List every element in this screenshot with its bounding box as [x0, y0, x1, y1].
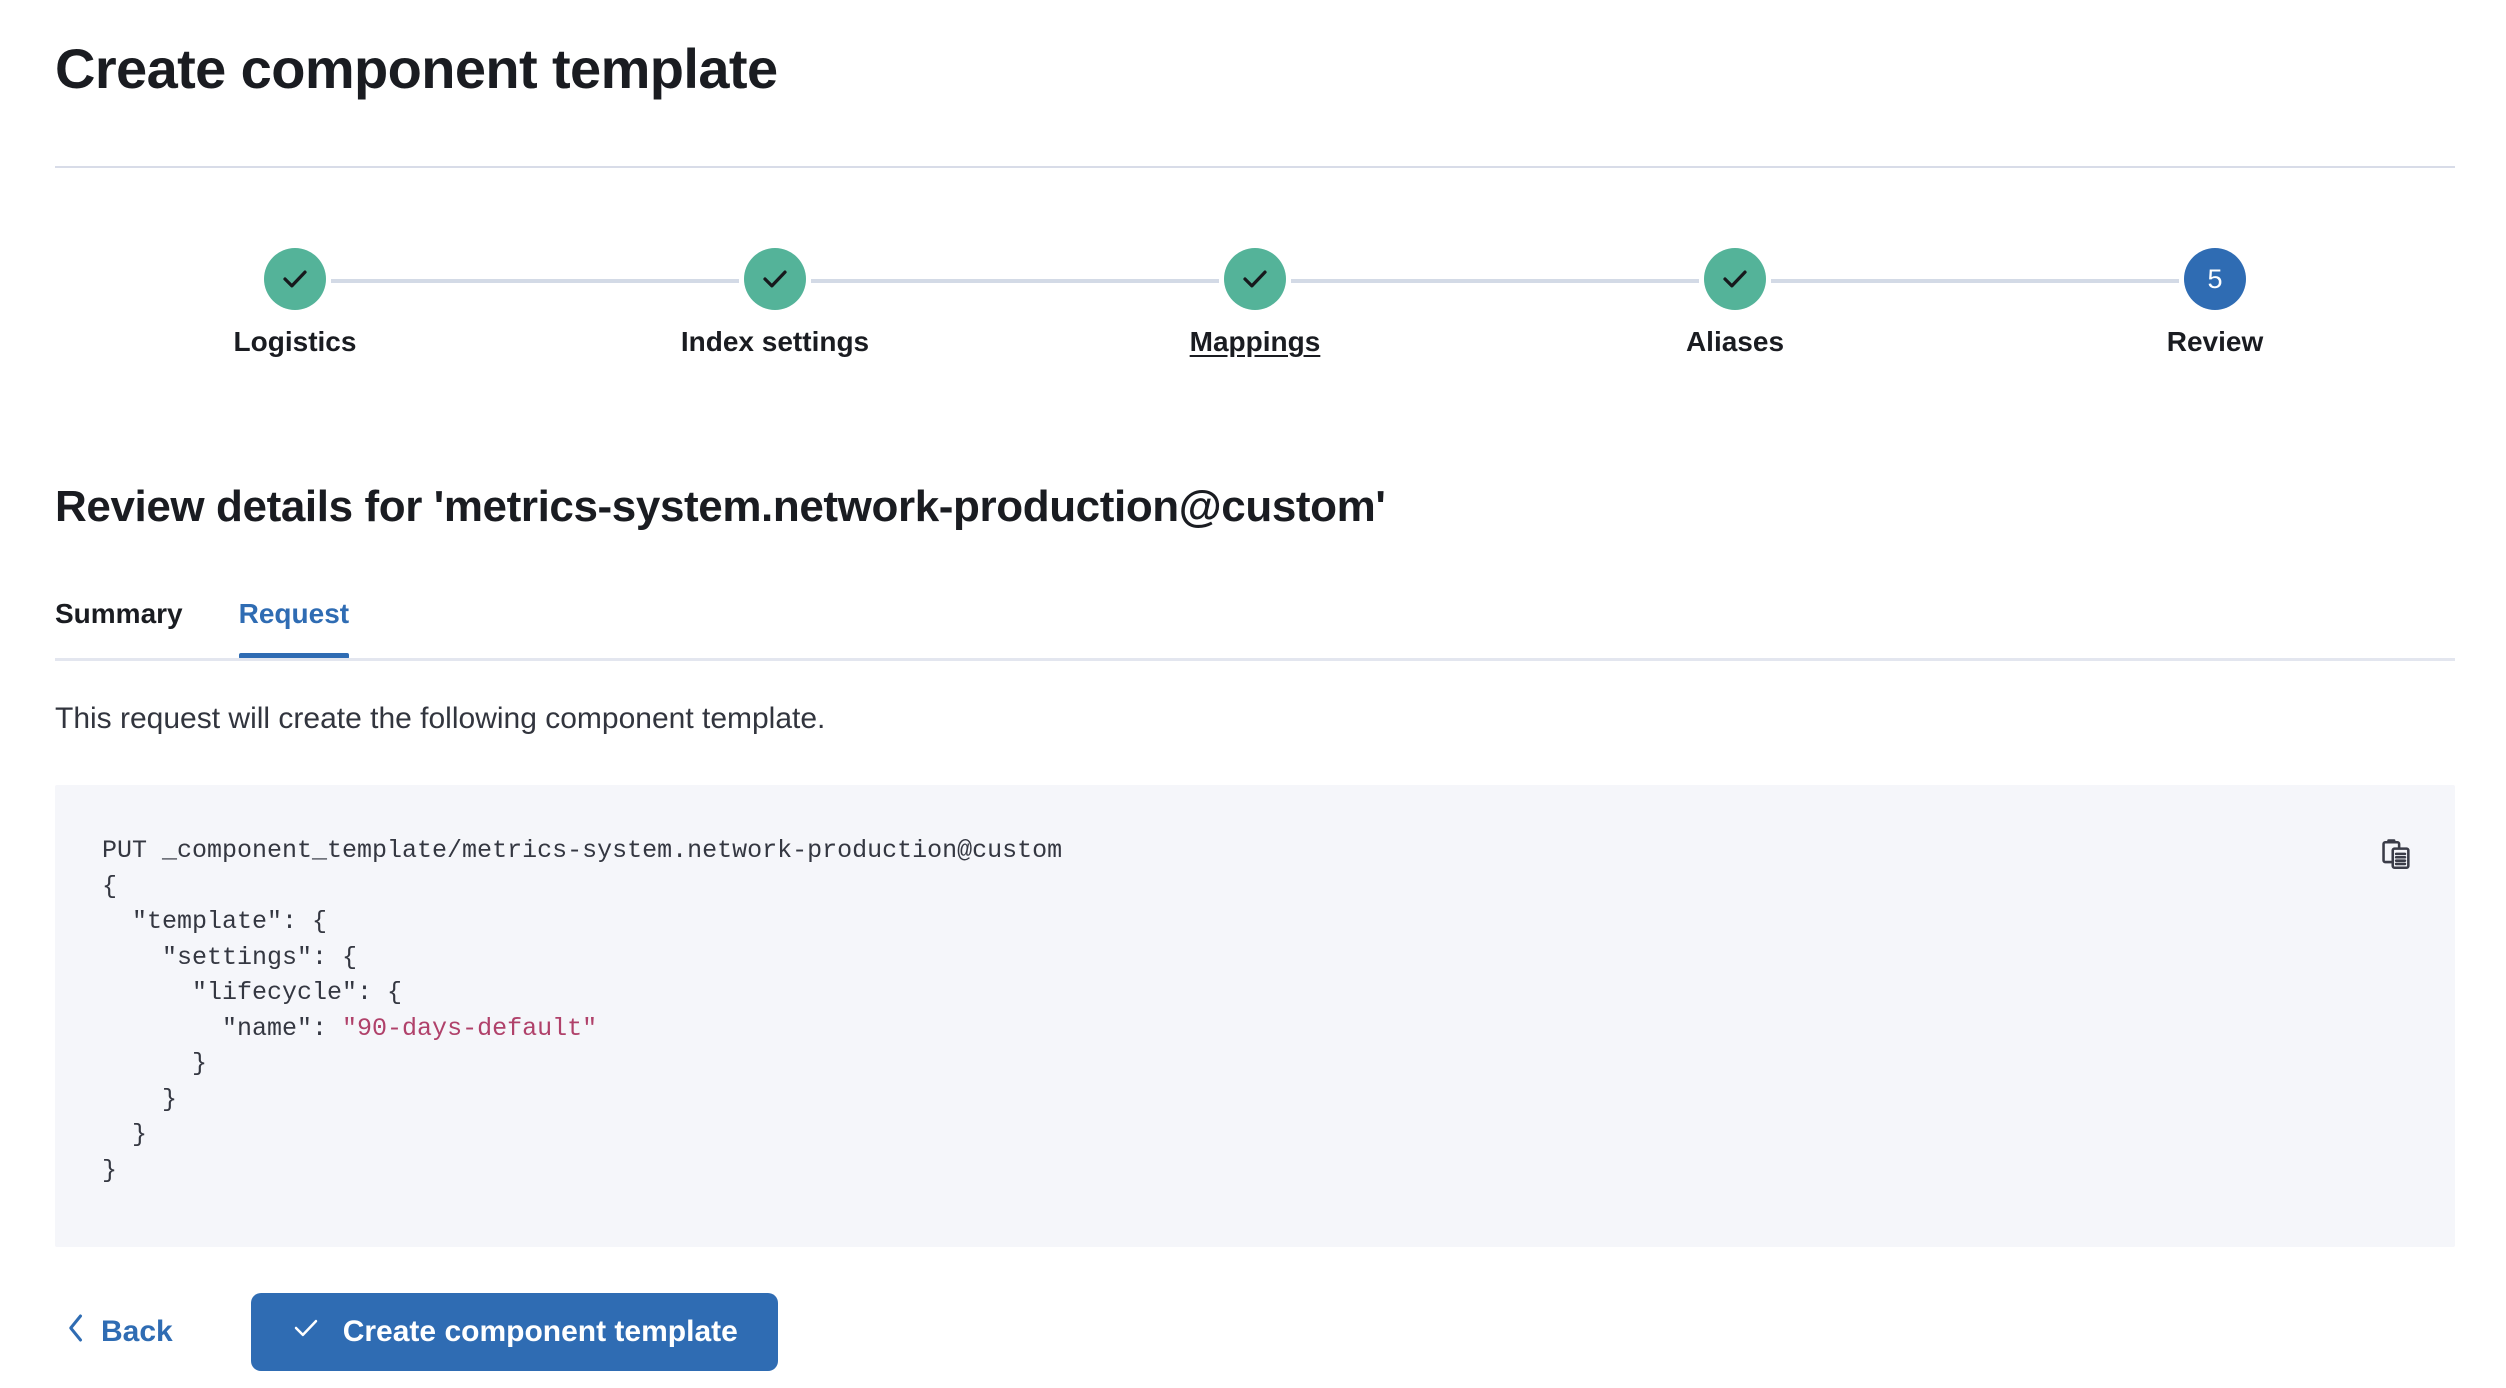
step-label-logistics[interactable]: Logistics	[234, 326, 357, 358]
chevron-left-icon	[65, 1313, 87, 1351]
step-connector-right	[811, 279, 1015, 283]
page-title: Create component template	[55, 38, 778, 100]
code-line-7: }	[102, 1049, 207, 1078]
step-marker-check-icon[interactable]	[264, 248, 326, 310]
tab-summary[interactable]: Summary	[55, 598, 211, 656]
code-line-6-key: "name":	[102, 1014, 342, 1043]
step-label-aliases[interactable]: Aliases	[1686, 326, 1784, 358]
review-details-heading: Review details for 'metrics-system.netwo…	[55, 482, 1385, 532]
tab-request[interactable]: Request	[211, 598, 377, 656]
step-aliases[interactable]: Aliases	[1495, 248, 1975, 388]
step-logistics[interactable]: Logistics	[55, 248, 535, 388]
code-line-10: }	[102, 1156, 117, 1185]
step-connector-right	[1771, 279, 1975, 283]
copy-icon[interactable]	[2373, 831, 2421, 879]
step-connector-left	[535, 279, 739, 283]
code-line-5: "lifecycle": {	[102, 978, 402, 1007]
code-line-4: "settings": {	[102, 943, 357, 972]
request-description: This request will create the following c…	[55, 702, 825, 736]
back-button-label: Back	[101, 1315, 173, 1349]
header-divider	[55, 166, 2455, 168]
step-marker-check-icon[interactable]	[744, 248, 806, 310]
code-line-3: "template": {	[102, 907, 327, 936]
step-connector-left	[1975, 279, 2179, 283]
wizard-footer: Back Create component template	[55, 1293, 778, 1371]
step-label-mappings[interactable]: Mappings	[1190, 326, 1321, 358]
step-connector-left	[1495, 279, 1699, 283]
code-line-1: PUT _component_template/metrics-system.n…	[102, 836, 1062, 865]
code-line-8: }	[102, 1085, 177, 1114]
wizard-stepper: Logistics Index settings Mappings Alia	[55, 248, 2455, 388]
step-mappings[interactable]: Mappings	[1015, 248, 1495, 388]
code-line-2: {	[102, 872, 117, 901]
step-index-settings[interactable]: Index settings	[535, 248, 1015, 388]
code-line-6-value: "90-days-default"	[342, 1014, 597, 1043]
step-connector-right	[1291, 279, 1495, 283]
step-label-review[interactable]: Review	[2167, 326, 2264, 358]
step-review[interactable]: 5 Review	[1975, 248, 2455, 388]
tabs-divider	[55, 658, 2455, 661]
request-code-block: PUT _component_template/metrics-system.n…	[102, 833, 1062, 1188]
create-component-template-button[interactable]: Create component template	[251, 1293, 778, 1371]
step-connector-right	[331, 279, 535, 283]
details-tabs: Summary Request	[55, 598, 2455, 662]
back-button[interactable]: Back	[55, 1299, 183, 1365]
step-marker-check-icon[interactable]	[1224, 248, 1286, 310]
request-code-panel: PUT _component_template/metrics-system.n…	[55, 785, 2455, 1247]
code-line-9: }	[102, 1120, 147, 1149]
step-connector-left	[1015, 279, 1219, 283]
check-icon	[291, 1313, 321, 1351]
step-label-index-settings[interactable]: Index settings	[681, 326, 869, 358]
step-marker-number[interactable]: 5	[2184, 248, 2246, 310]
create-component-template-button-label: Create component template	[343, 1315, 738, 1349]
step-marker-check-icon[interactable]	[1704, 248, 1766, 310]
